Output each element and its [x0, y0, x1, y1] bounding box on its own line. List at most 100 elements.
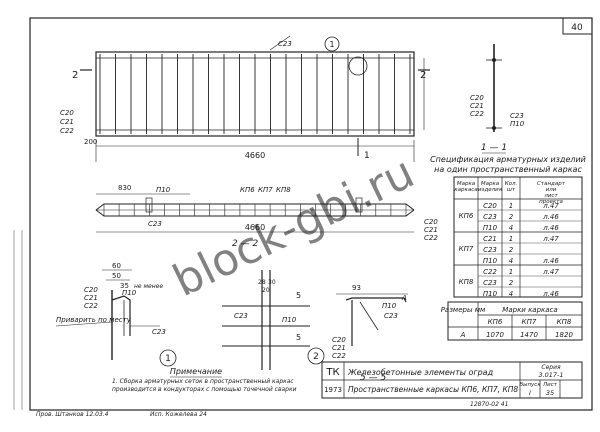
- spec-cell: 2: [509, 279, 514, 287]
- dim-end: 200: [84, 138, 97, 146]
- spec-cell: л.47: [542, 268, 559, 276]
- spec-group-mark: КП6: [459, 212, 474, 220]
- detail1-weld-note: Приварить по месту: [56, 316, 132, 324]
- signature-left: Пров. Штанков 12.03.4: [36, 411, 109, 418]
- spec-cell: 2: [509, 246, 514, 254]
- section-mark-left: 2: [72, 70, 78, 81]
- sheet-value: 35: [546, 389, 554, 397]
- dim-830: 830: [118, 184, 131, 192]
- year: 1973: [324, 386, 342, 394]
- section2-cut-top: 5: [296, 291, 301, 300]
- section2-dim-30: 30: [268, 279, 276, 286]
- spec-headers: МаркакаркасаМаркаизделияКол.штСтандартил…: [454, 181, 565, 205]
- spec-cell: 4: [509, 290, 513, 298]
- spec-header-word: проекта: [539, 199, 563, 205]
- drawing-title: Железобетонные элементы оград: [347, 368, 494, 377]
- issue-label: Выпуск: [519, 382, 541, 388]
- section5-title: 5 — 5: [360, 373, 386, 383]
- sheet-frame: [29, 17, 593, 411]
- section5-label-c22: С22: [332, 352, 346, 360]
- dimensions-table: Размеры мм Марки каркаса КП6 КП7 КП8 А 1…: [441, 301, 583, 341]
- spec-cell: л.46: [542, 224, 559, 232]
- spec-header-word: Марка: [457, 181, 476, 187]
- note-text-wrap: 1. Сборка арматурных сеток в пространств…: [112, 378, 297, 393]
- spec-header-word: каркаса: [454, 187, 478, 193]
- bar-dot: [492, 58, 496, 62]
- side-right-c20: С20: [424, 218, 438, 226]
- spec-cell: С22: [483, 268, 497, 276]
- left-label-c21: С21: [60, 118, 74, 126]
- title-block: ТК 1973 Железобетонные элементы оград Пр…: [321, 361, 583, 408]
- section5-label-c20: С20: [332, 336, 346, 344]
- spec-cell: л.46: [542, 213, 559, 221]
- spec-cell: л.47: [542, 235, 559, 243]
- spec-title-line2: на один пространственный каркас: [434, 165, 582, 174]
- detail1-label-c22: С22: [84, 302, 98, 310]
- drawing-code: 12870-02 41: [470, 401, 508, 408]
- spacer-p10: [145, 197, 153, 213]
- detail1-c23: С23: [152, 328, 166, 336]
- section5-label-c21: С21: [332, 344, 346, 352]
- note-text: 1. Сборка арматурных сеток в пространств…: [112, 378, 297, 393]
- spec-group-mark: КП8: [459, 278, 474, 286]
- dims-header-left: Размеры мм: [441, 306, 486, 314]
- section-2-2: 2 — 2 28 30 20 С23 П10 5 5 2: [222, 239, 325, 370]
- spec-cell: С23: [483, 279, 497, 287]
- series-value: 3.017-1: [538, 371, 563, 379]
- note-title: Примечание: [170, 367, 222, 376]
- spec-cell: П10: [483, 290, 498, 298]
- callout-circle: [324, 36, 340, 52]
- spec-header-word: или: [546, 187, 557, 193]
- spec-title-line1: Спецификация арматурных изделий: [430, 155, 586, 164]
- section2-c23: С23: [234, 312, 248, 320]
- top-view: С23 2 2 1 1 С20 С21 С22 200 4660: [60, 35, 430, 162]
- section2-p10: П10: [282, 316, 297, 324]
- side-dim-total: 4660: [245, 223, 265, 232]
- dims-col-kp7: КП7: [522, 318, 537, 326]
- issue-value: I: [529, 389, 531, 397]
- spec-header-word: Марка: [481, 181, 500, 187]
- spec-cell: С21: [483, 235, 497, 243]
- spacer-p10: [355, 197, 363, 213]
- dims-value-kp6: 1070: [486, 331, 504, 339]
- section2-title: 2 — 2: [232, 239, 258, 249]
- section2-mark-circle: [307, 347, 325, 365]
- detail1-dim-60: 60: [112, 262, 121, 270]
- side-label-kp7: КП7: [258, 186, 273, 194]
- spec-table-frame: [453, 176, 583, 298]
- watermark: block-gbi.ru: [165, 147, 422, 307]
- spec-cell: 4: [509, 257, 513, 265]
- side-view: КП6 КП7 КП8 830 П10 С23 4660 С20 С21 С22: [95, 184, 438, 242]
- dims-header-group: Марки каркаса: [502, 306, 557, 314]
- spec-cell: С20: [483, 202, 497, 210]
- spec-cell: 1: [509, 235, 513, 243]
- spec-header-word: Стандарт: [537, 181, 566, 187]
- spec-cell: С23: [483, 213, 497, 221]
- series-label: Серия: [541, 364, 561, 371]
- side-p10: П10: [156, 186, 171, 194]
- spec-header-word: лист: [543, 193, 558, 199]
- spec-header-word: изделия: [478, 187, 503, 193]
- dims-table-frame: [447, 301, 583, 341]
- side-label-kp8: КП8: [276, 186, 291, 194]
- org-code: ТК: [325, 367, 339, 378]
- top-view-outline: [95, 51, 415, 137]
- detail1-dim-50: 50: [112, 272, 121, 280]
- spec-cell: 4: [509, 224, 513, 232]
- dims-row-label: А: [460, 331, 466, 339]
- spec-cell: л.46: [542, 290, 559, 298]
- detail1-min-note: не менее: [134, 283, 163, 290]
- dims-value-kp8: 1820: [555, 331, 573, 339]
- section5-dim: 93: [352, 284, 361, 292]
- signature-right: Исп. Кожелева 24: [150, 411, 207, 418]
- detail-1: 60 50 35 не менее С20 С21 С22 П10 С23 Пр…: [55, 262, 177, 367]
- spec-cell: л.46: [542, 257, 559, 265]
- left-label-c22: С22: [60, 127, 74, 135]
- section5-mark-a: А: [401, 294, 407, 302]
- spec-header-word: шт: [507, 187, 516, 193]
- spec-cell: П10: [483, 224, 498, 232]
- section5-p10: П10: [382, 302, 397, 310]
- cut-mark: 1: [364, 151, 370, 161]
